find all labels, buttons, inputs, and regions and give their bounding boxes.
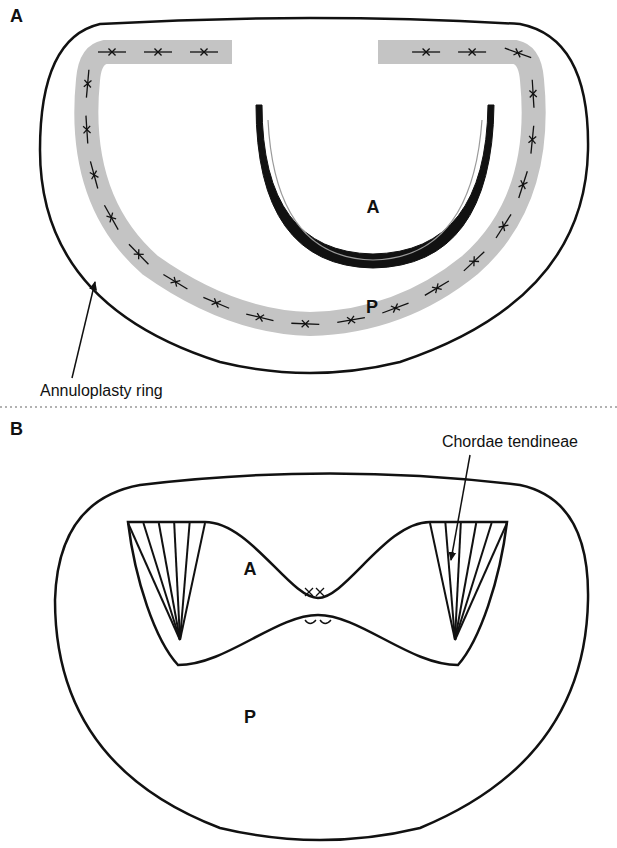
double-orifice-valve: [128, 522, 507, 665]
panel-divider: [0, 406, 617, 408]
leaflet-highlight: [268, 120, 482, 260]
valve-annulus-outline: [40, 18, 588, 373]
edge-to-edge-stitch: [305, 588, 331, 624]
leaflet-label: A: [244, 560, 257, 580]
leaflet-label: A: [367, 198, 380, 218]
ring-sutures: [83, 48, 537, 327]
valve-annulus-outline: [55, 474, 588, 841]
leader-line: [72, 282, 95, 378]
part-name: Annuloplasty ring: [40, 382, 163, 400]
chordae-tendineae: [128, 523, 507, 640]
panel-letter: B: [10, 420, 23, 440]
leader-line: [451, 455, 470, 560]
annuloplasty-ring: [86, 52, 533, 324]
panel-letter: A: [10, 7, 23, 27]
anterior-leaflet: [256, 105, 494, 268]
leaflet-label: P: [366, 298, 378, 318]
leaflet-label: P: [244, 708, 256, 728]
part-name: Chordae tendineae: [442, 433, 578, 451]
